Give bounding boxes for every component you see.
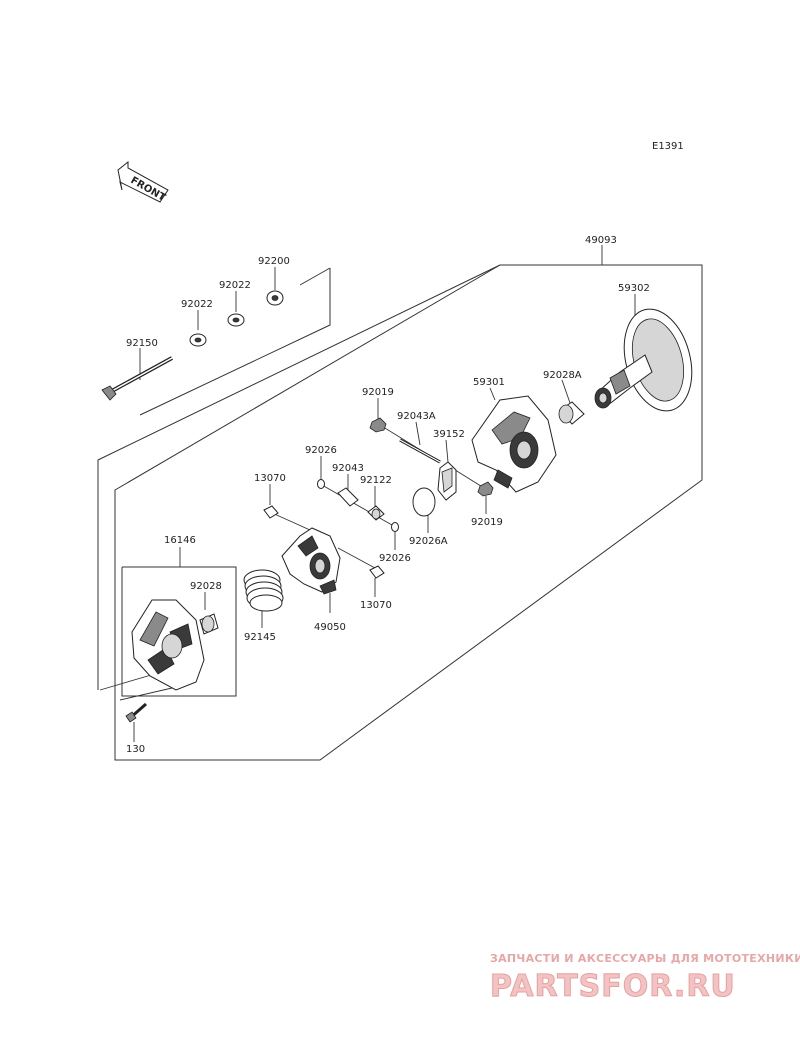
part-92200-washer[interactable] xyxy=(266,290,284,306)
label-92145: 92145 xyxy=(244,632,276,643)
leader-lines xyxy=(133,267,636,742)
part-39152-weight[interactable] xyxy=(437,461,457,501)
label-39152: 39152 xyxy=(433,429,465,440)
watermark-brand: PARTSFOR.RU xyxy=(490,969,736,1004)
fixed-sheave-frame xyxy=(121,547,237,697)
part-92150-bolt[interactable] xyxy=(101,356,173,401)
part-92026-washer-bottom[interactable] xyxy=(391,522,399,532)
part-92022-washer-right[interactable] xyxy=(227,313,245,327)
diagram-id-label: E1391 xyxy=(652,141,684,152)
part-130-bolt[interactable] xyxy=(125,702,147,723)
label-92028a: 92028A xyxy=(543,370,582,381)
part-92043a-pin[interactable] xyxy=(399,438,441,464)
part-92022-washer-left[interactable] xyxy=(189,333,207,347)
label-92022-left: 92022 xyxy=(181,299,213,310)
part-92122-roller[interactable] xyxy=(367,505,385,521)
assembly-frame-49093 xyxy=(97,245,703,761)
label-92200: 92200 xyxy=(258,256,290,267)
part-59301-sheave[interactable] xyxy=(471,395,557,493)
bolt-group-frame xyxy=(139,267,331,416)
label-59302: 59302 xyxy=(618,283,650,294)
label-92026-top: 92026 xyxy=(305,445,337,456)
label-16146: 16146 xyxy=(164,535,196,546)
label-59301: 59301 xyxy=(473,377,505,388)
label-49050: 49050 xyxy=(314,622,346,633)
label-13070-left: 13070 xyxy=(254,473,286,484)
part-labels: 49093 59302 92028A 59301 92019 92043A 39… xyxy=(126,235,650,755)
watermark: ЗАПЧАСТИ И АКСЕССУАРЫ ДЛЯ МОТОТЕХНИКИ PA… xyxy=(490,952,800,1005)
label-92019-bottom: 92019 xyxy=(471,517,503,528)
label-92019-top: 92019 xyxy=(362,387,394,398)
part-92026-washer-top[interactable] xyxy=(317,479,325,489)
part-92145-spring[interactable] xyxy=(243,569,284,612)
part-16146-sheave[interactable] xyxy=(131,599,205,691)
part-13070-bushing-left[interactable] xyxy=(263,505,279,519)
part-92043-pin[interactable] xyxy=(337,487,359,507)
part-92026a-ring[interactable] xyxy=(412,487,436,517)
label-92022-right: 92022 xyxy=(219,280,251,291)
part-92019-nut-top[interactable] xyxy=(369,417,387,433)
part-13070-bushing-right[interactable] xyxy=(369,565,385,579)
label-92043a: 92043A xyxy=(397,411,436,422)
part-92019-nut-bottom[interactable] xyxy=(477,481,494,497)
part-59302-sheave[interactable] xyxy=(594,301,702,418)
label-92026-bottom: 92026 xyxy=(379,553,411,564)
front-arrow-icon: FRONT xyxy=(117,160,169,204)
label-13070-right: 13070 xyxy=(360,600,392,611)
part-49050-spider[interactable] xyxy=(281,527,341,595)
label-49093: 49093 xyxy=(585,235,617,246)
label-130: 130 xyxy=(126,744,145,755)
part-92028-bushing[interactable] xyxy=(199,613,219,635)
label-92150: 92150 xyxy=(126,338,158,349)
part-92028a-bushing[interactable] xyxy=(558,401,585,425)
label-92028: 92028 xyxy=(190,581,222,592)
watermark-subtitle: ЗАПЧАСТИ И АКСЕССУАРЫ ДЛЯ МОТОТЕХНИКИ xyxy=(490,952,800,965)
label-92122: 92122 xyxy=(360,475,392,486)
label-92026a: 92026A xyxy=(409,536,448,547)
label-92043: 92043 xyxy=(332,463,364,474)
